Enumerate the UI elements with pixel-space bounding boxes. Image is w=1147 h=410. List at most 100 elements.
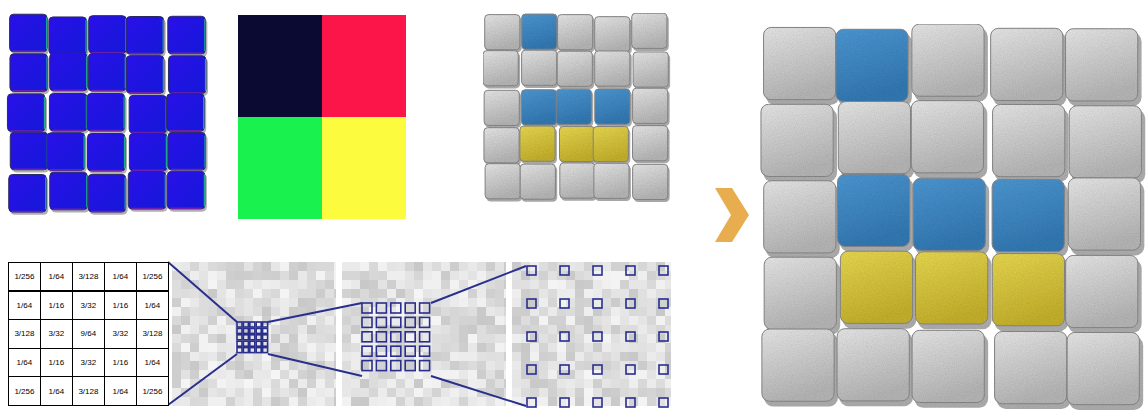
cube	[764, 27, 840, 105]
cube	[88, 134, 128, 174]
weight-value: 3/32	[113, 329, 129, 338]
table-cell: 3/32	[72, 291, 105, 320]
weight-value: 3/128	[14, 329, 34, 338]
color-region	[238, 15, 322, 117]
cube	[520, 126, 557, 164]
cube	[1068, 178, 1144, 256]
cube	[126, 56, 165, 96]
cube	[560, 126, 597, 164]
cube	[484, 128, 521, 166]
table-cell: 3/128	[72, 376, 105, 405]
table-cell: 3/32	[72, 348, 105, 377]
weight-value: 1/256	[14, 387, 34, 396]
weight-value: 3/32	[81, 301, 97, 310]
cube	[595, 51, 632, 89]
cube	[761, 104, 837, 182]
cube	[593, 127, 630, 165]
cube	[762, 329, 838, 407]
cube	[764, 181, 840, 259]
cube	[1066, 29, 1142, 107]
weight-table: 1/256 1/64 3/128 1/64 1/256 1/64 1/16 3/32 1/16 1…	[8, 262, 168, 405]
weight-value: 1/64	[113, 272, 129, 281]
weight-value: 1/64	[17, 301, 33, 310]
cube	[49, 17, 89, 57]
table-cell: 1/64	[40, 262, 73, 291]
cube	[838, 101, 914, 179]
cube-render	[483, 13, 670, 202]
cube	[522, 14, 559, 52]
zoom-line	[168, 262, 526, 406]
table-cell: 3/128	[136, 319, 169, 348]
weight-value: 1/256	[142, 272, 162, 281]
cube	[911, 101, 987, 179]
cube	[47, 133, 87, 173]
table-cell: 9/64	[72, 319, 105, 348]
cube	[484, 90, 521, 128]
table-cell: 1/16	[40, 291, 73, 320]
table-cell: 1/64	[40, 376, 73, 405]
weight-value: 1/16	[49, 301, 65, 310]
cube	[633, 164, 670, 202]
cube	[88, 53, 128, 93]
table-cell: 1/16	[104, 348, 137, 377]
cube	[993, 104, 1069, 182]
weight-value: 1/16	[113, 358, 129, 367]
weight-value: 3/32	[49, 329, 65, 338]
cube	[595, 17, 632, 55]
cube	[912, 24, 988, 102]
cube	[560, 163, 597, 201]
cube	[556, 89, 593, 127]
cube	[128, 171, 168, 211]
color-region	[322, 117, 406, 219]
cube	[632, 13, 669, 51]
weight-value: 1/16	[49, 358, 65, 367]
cube	[764, 257, 840, 335]
cube	[992, 179, 1068, 257]
sample-grid	[237, 266, 668, 407]
weight-value: 1/64	[113, 387, 129, 396]
cube	[483, 51, 520, 89]
table-cell: 3/32	[40, 319, 73, 348]
cube	[50, 172, 89, 212]
table-cell: 3/128	[8, 319, 41, 348]
table-cell: 3/128	[72, 262, 105, 291]
cube	[1066, 255, 1142, 333]
cube	[129, 95, 169, 135]
weight-value: 3/128	[142, 329, 162, 338]
cube	[595, 89, 632, 127]
cube	[88, 174, 128, 214]
table-cell: 1/64	[8, 291, 41, 320]
table-cell: 1/64	[104, 376, 137, 405]
cube	[557, 51, 594, 89]
cube	[1069, 106, 1145, 184]
cube	[10, 132, 50, 172]
weight-value: 1/256	[14, 272, 34, 281]
table-cell: 3/32	[104, 319, 137, 348]
cube	[87, 93, 126, 133]
cube-render	[761, 24, 1145, 410]
cube	[49, 93, 89, 133]
weight-value: 1/64	[49, 387, 65, 396]
table-cell: 1/256	[8, 376, 41, 405]
noise-panel	[172, 262, 671, 406]
table-cell: 1/256	[8, 262, 41, 291]
weight-value: 1/64	[49, 272, 65, 281]
weight-value: 1/64	[17, 358, 33, 367]
table-cell: 1/64	[136, 348, 169, 377]
weight-value: 1/64	[145, 301, 161, 310]
cube	[10, 14, 50, 54]
color-map	[238, 15, 406, 219]
cube	[10, 54, 50, 94]
color-region	[238, 117, 322, 219]
weight-value: 3/128	[78, 272, 98, 281]
cube	[837, 329, 913, 407]
cube	[50, 53, 90, 93]
cube	[912, 330, 988, 408]
cube	[168, 56, 208, 96]
table-cell: 1/64	[136, 291, 169, 320]
table-cell: 1/64	[8, 348, 41, 377]
cube	[836, 29, 912, 107]
cube	[558, 15, 595, 53]
cube	[167, 94, 207, 134]
arrow	[715, 188, 749, 242]
